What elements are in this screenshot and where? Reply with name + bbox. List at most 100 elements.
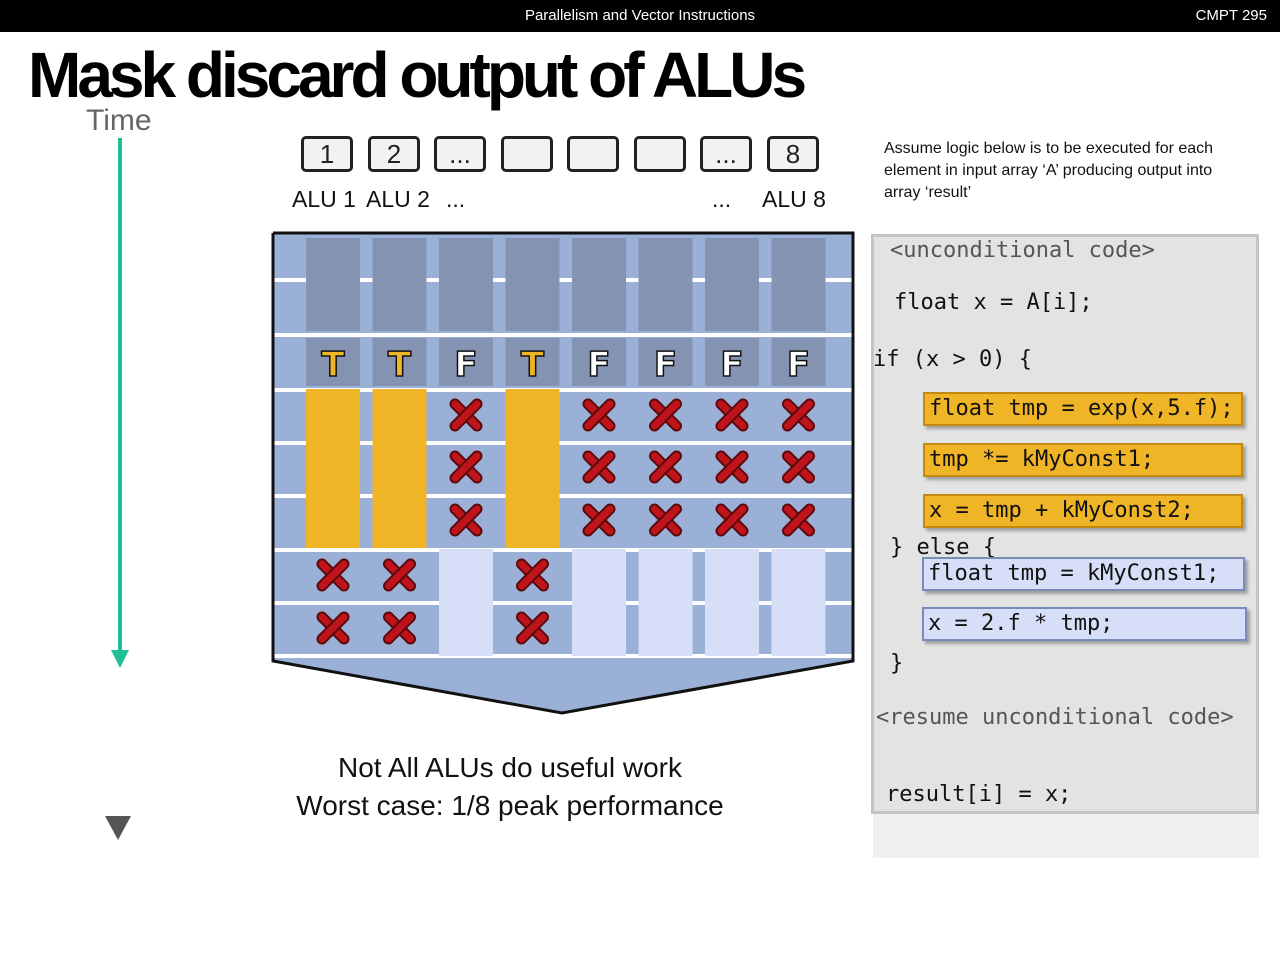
discard-x-icon bbox=[649, 450, 682, 484]
alu-label: ... bbox=[712, 186, 732, 212]
code-else: } else { bbox=[890, 535, 996, 560]
lane-cell bbox=[439, 338, 493, 386]
row-separator bbox=[273, 388, 853, 392]
lane-cell bbox=[572, 283, 626, 331]
true-lane-cell bbox=[372, 441, 427, 495]
code-if: if (x > 0) { bbox=[873, 347, 1032, 372]
discard-x-icon bbox=[715, 450, 749, 484]
else-lane-cell bbox=[572, 602, 626, 656]
discard-x-icon bbox=[715, 398, 749, 432]
discard-x-icon bbox=[649, 503, 682, 537]
discard-x-icon bbox=[782, 450, 815, 484]
alu-box: ... bbox=[434, 136, 486, 172]
mask-true-label: T bbox=[321, 345, 345, 385]
alu-label: ALU 2 bbox=[366, 186, 430, 212]
discard-x-icon bbox=[449, 450, 483, 484]
alu-label: ... bbox=[446, 186, 466, 212]
discard-x-icon bbox=[383, 611, 416, 645]
mask-false-label: F bbox=[587, 345, 610, 385]
lane-cell bbox=[771, 283, 826, 331]
assumption-note: Assume logic below is to be executed for… bbox=[884, 140, 1214, 201]
else-lane-cell bbox=[439, 549, 493, 603]
true-lane-cell bbox=[372, 389, 427, 443]
true-lane-cell bbox=[505, 441, 560, 495]
true-lane-cell bbox=[372, 494, 427, 548]
else-lane-cell bbox=[638, 602, 693, 656]
row-separator bbox=[273, 601, 853, 605]
code-float-x: float x = A[i]; bbox=[894, 290, 1093, 315]
code-true-line: x = tmp + kMyConst2; bbox=[923, 494, 1243, 528]
true-lane-cell bbox=[306, 389, 360, 443]
lane-cell bbox=[705, 283, 759, 331]
course-topic: Parallelism and Vector Instructions bbox=[524, 7, 756, 24]
continue-triangle-icon bbox=[105, 816, 131, 840]
row-separator bbox=[273, 333, 853, 337]
lane-cell bbox=[306, 338, 360, 386]
lane-cell bbox=[505, 238, 560, 286]
code-true-line: float tmp = exp(x,5.f); bbox=[923, 392, 1243, 426]
lane-cell bbox=[505, 338, 560, 386]
row-separator bbox=[273, 441, 853, 445]
caption-line-2: Worst case: 1/8 peak performance bbox=[296, 790, 724, 821]
code-result: result[i] = x; bbox=[886, 782, 1072, 807]
alu-box bbox=[634, 136, 686, 172]
lane-cell bbox=[505, 283, 560, 331]
lane-cell bbox=[372, 283, 427, 331]
mask-true-label: T bbox=[388, 345, 412, 385]
lane-cell bbox=[572, 238, 626, 286]
lane-cell bbox=[372, 338, 427, 386]
alu-box bbox=[501, 136, 553, 172]
lane-cell bbox=[439, 238, 493, 286]
alu-box: ... bbox=[700, 136, 752, 172]
row-separator bbox=[273, 654, 853, 658]
alu-label: ALU 8 bbox=[762, 186, 826, 212]
lane-cell bbox=[705, 338, 759, 386]
alu-box: 1 bbox=[301, 136, 353, 172]
code-panel-shadow bbox=[873, 814, 1259, 858]
lane-cell bbox=[638, 238, 693, 286]
mask-true-label: T bbox=[521, 345, 545, 385]
discard-x-icon bbox=[782, 398, 815, 432]
discard-x-icon bbox=[449, 398, 483, 432]
code-resume: <resume unconditional code> bbox=[876, 705, 1234, 730]
else-lane-cell bbox=[572, 549, 626, 603]
true-lane-cell bbox=[306, 494, 360, 548]
alu-label: ALU 1 bbox=[292, 186, 356, 212]
discard-x-icon bbox=[582, 398, 616, 432]
alu-box: 8 bbox=[767, 136, 819, 172]
discard-x-icon bbox=[582, 503, 616, 537]
time-arrow bbox=[105, 138, 131, 840]
code-unconditional: <unconditional code> bbox=[890, 238, 1155, 263]
slide-title: Mask discard output of ALUs bbox=[28, 39, 807, 111]
lane-cell bbox=[372, 238, 427, 286]
true-lane-cell bbox=[306, 441, 360, 495]
code-else-line: x = 2.f * tmp; bbox=[922, 607, 1247, 641]
mask-false-label: F bbox=[787, 345, 810, 385]
header-bar: Parallelism and Vector Instructions CMPT… bbox=[0, 0, 1280, 32]
lane-cell bbox=[572, 338, 626, 386]
alu-box: 2 bbox=[368, 136, 420, 172]
discard-x-icon bbox=[649, 398, 682, 432]
lane-cell bbox=[638, 338, 693, 386]
alu-box bbox=[567, 136, 619, 172]
caption-line-1: Not All ALUs do useful work bbox=[338, 752, 682, 783]
else-lane-cell bbox=[705, 602, 759, 656]
row-separator bbox=[273, 494, 853, 498]
true-lane-cell bbox=[505, 494, 560, 548]
code-close-brace: } bbox=[890, 651, 904, 676]
lane-cell bbox=[306, 238, 360, 286]
discard-x-icon bbox=[782, 503, 815, 537]
lane-cell bbox=[771, 338, 826, 386]
lane-cell bbox=[306, 283, 360, 331]
code-else-line: float tmp = kMyConst1; bbox=[922, 557, 1245, 591]
mask-false-label: F bbox=[654, 345, 677, 385]
else-lane-cell bbox=[439, 602, 493, 656]
else-lane-cell bbox=[638, 549, 693, 603]
time-label: Time bbox=[86, 104, 152, 137]
discard-x-icon bbox=[316, 611, 350, 645]
discard-x-icon bbox=[582, 450, 616, 484]
mask-false-label: F bbox=[454, 345, 477, 385]
true-lane-cell bbox=[505, 389, 560, 443]
else-lane-cell bbox=[771, 549, 826, 603]
